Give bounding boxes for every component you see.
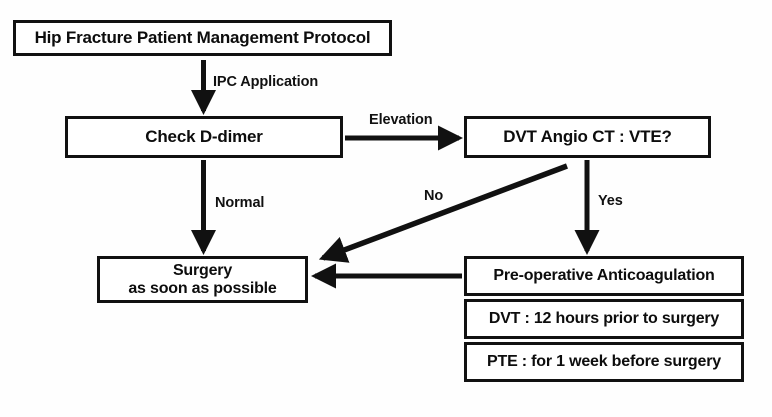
node-protocol-title: Hip Fracture Patient Management Protocol — [13, 20, 392, 56]
edge-label-yes: Yes — [598, 193, 623, 209]
node-preoperative-anticoagulation-label: Pre-operative Anticoagulation — [493, 267, 715, 285]
node-check-d-dimer-label: Check D-dimer — [145, 127, 263, 147]
node-surgery: Surgery as soon as possible — [97, 256, 308, 303]
node-dvt-angio-ct-label: DVT Angio CT : VTE? — [503, 127, 672, 147]
node-surgery-label-line2: as soon as possible — [128, 279, 277, 297]
edge-label-elevation: Elevation — [369, 112, 433, 128]
edge-angio-to-surgery-no — [318, 163, 568, 263]
edge-label-no: No — [424, 188, 444, 204]
node-pte-timing: PTE : for 1 week before surgery — [464, 342, 744, 382]
node-pte-timing-label: PTE : for 1 week before surgery — [487, 353, 721, 371]
edge-label-ipc-application: IPC Application — [213, 74, 319, 90]
node-check-d-dimer: Check D-dimer — [65, 116, 343, 158]
node-dvt-angio-ct: DVT Angio CT : VTE? — [464, 116, 711, 158]
node-dvt-timing: DVT : 12 hours prior to surgery — [464, 299, 744, 339]
node-protocol-title-label: Hip Fracture Patient Management Protocol — [34, 28, 371, 48]
node-surgery-label-line1: Surgery — [172, 261, 233, 279]
edge-label-normal: Normal — [215, 195, 265, 211]
node-preoperative-anticoagulation: Pre-operative Anticoagulation — [464, 256, 744, 296]
node-dvt-timing-label: DVT : 12 hours prior to surgery — [488, 310, 720, 328]
